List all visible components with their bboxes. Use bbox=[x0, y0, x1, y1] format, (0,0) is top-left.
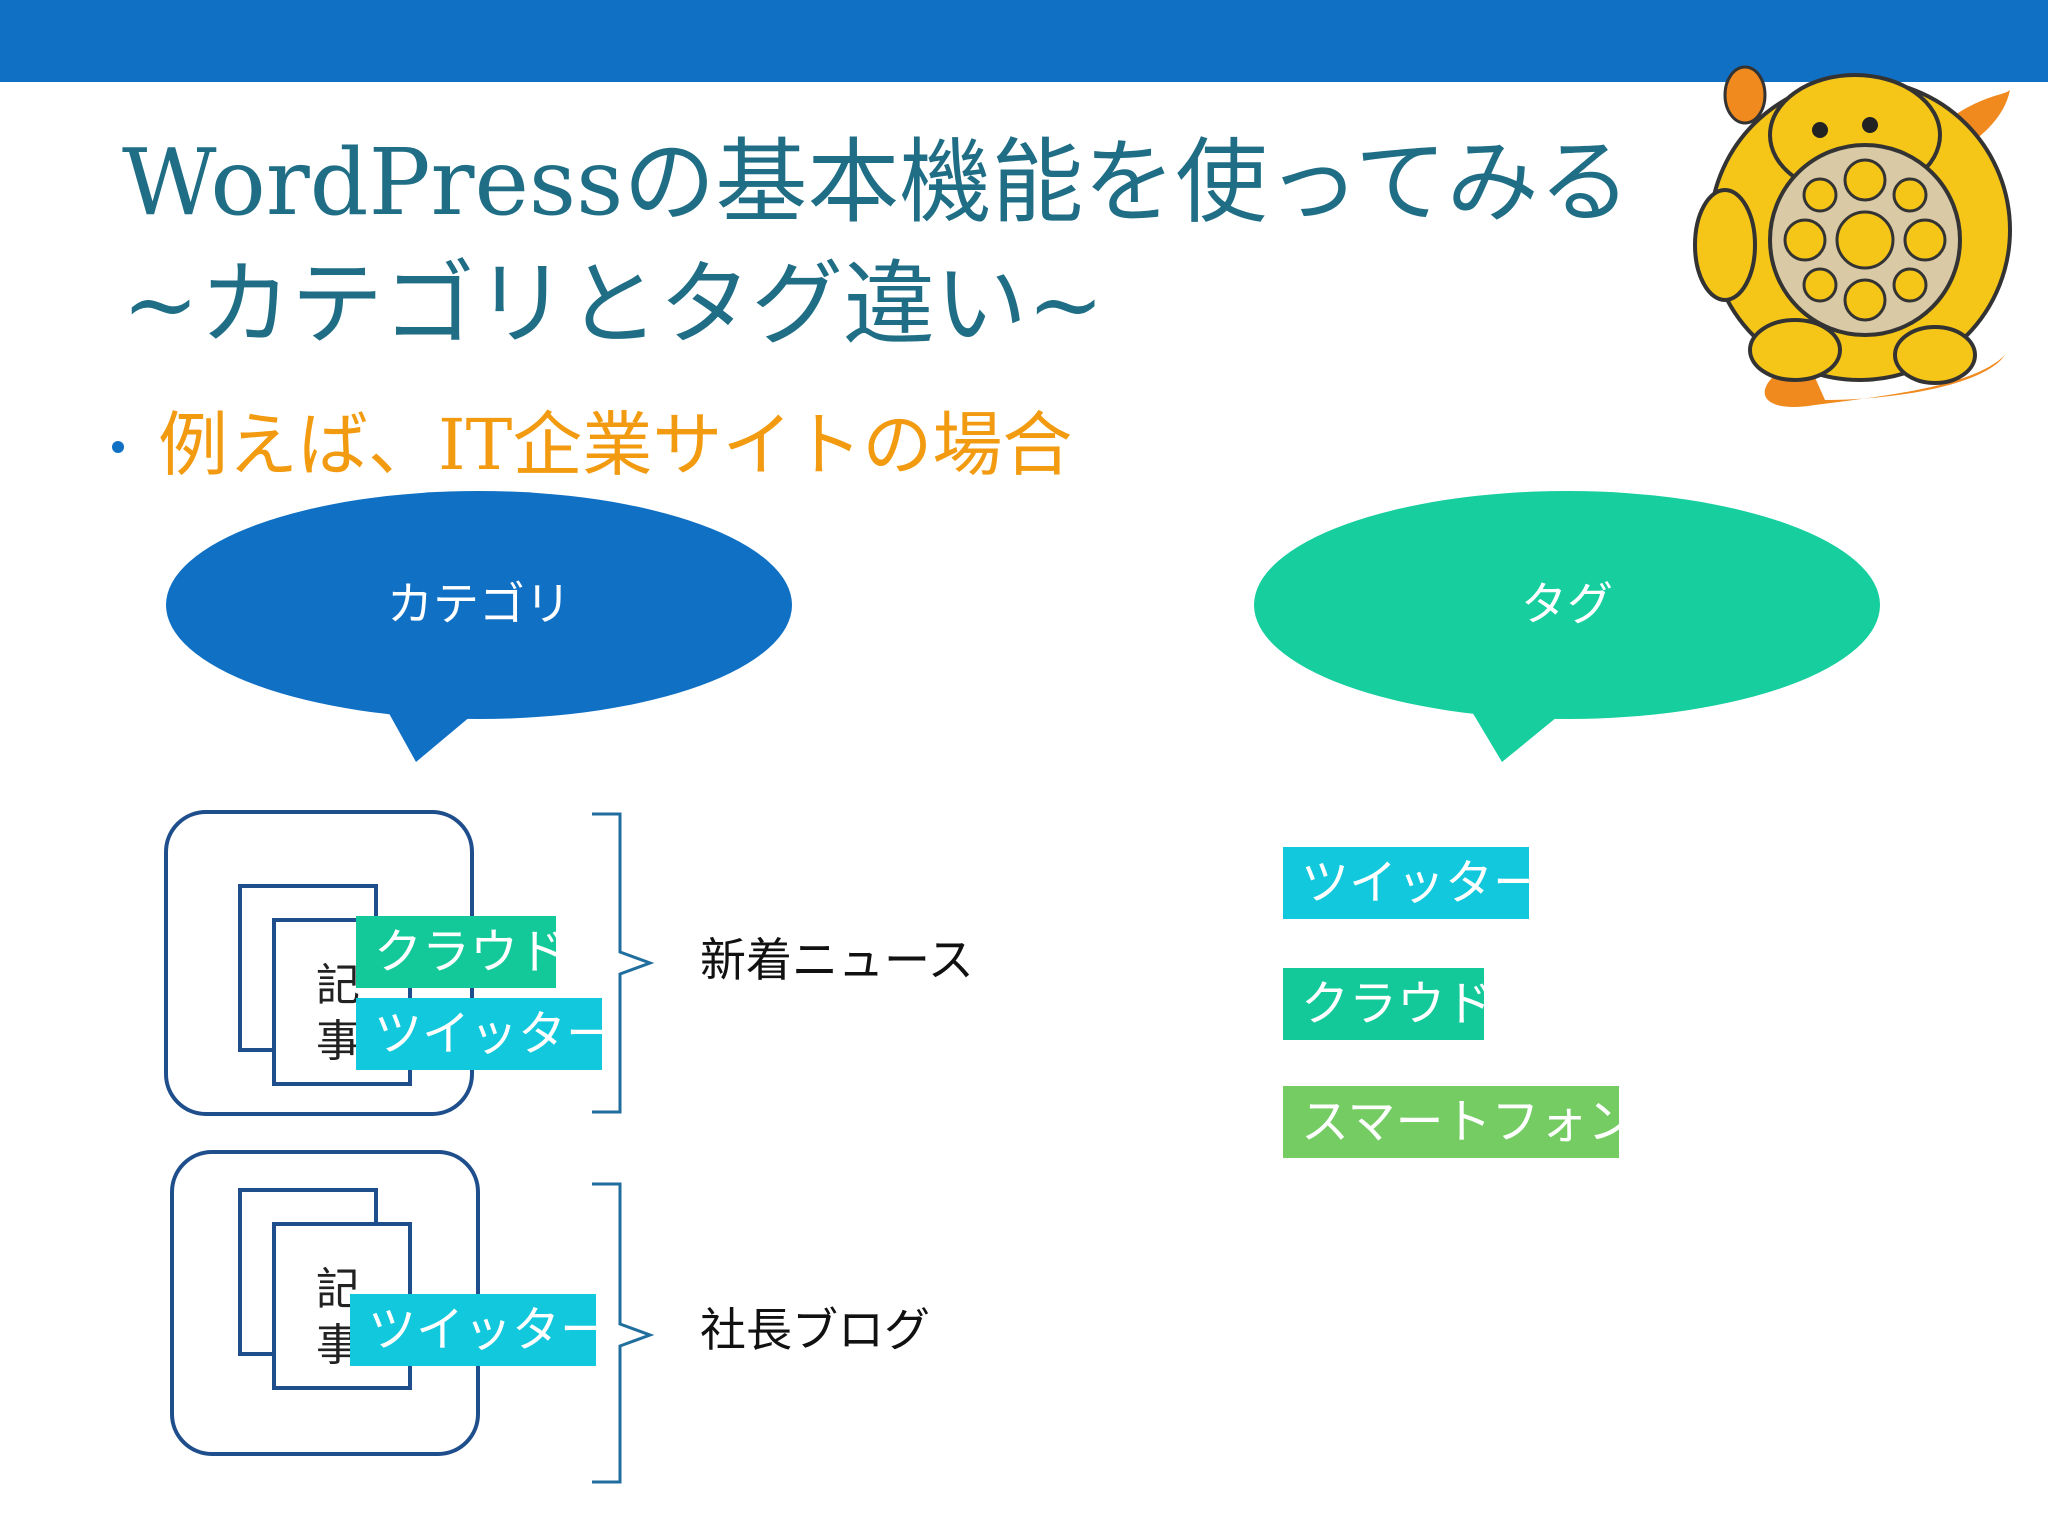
category-group-ceo-blog: 記 事 ツイッター bbox=[170, 1150, 596, 1456]
slide-title: WordPressの基本機能を使ってみる ~カテゴリとタグ違い~ bbox=[122, 122, 1682, 366]
slide-title-line-2: ~カテゴリとタグ違い~ bbox=[122, 251, 1105, 358]
tag-list-item-twitter: ツイッター bbox=[1283, 847, 1529, 919]
document-text: 記 事 bbox=[316, 960, 360, 1067]
tag-bubble-label: タグ bbox=[1521, 577, 1613, 631]
tag-speech-bubble bbox=[1254, 491, 1880, 762]
category-bubble-label: カテゴリ bbox=[387, 577, 571, 631]
group-brace bbox=[592, 812, 655, 1114]
group-brace bbox=[592, 1182, 655, 1484]
bullet-text: 例えば、IT企業サイトの場合 bbox=[158, 404, 1073, 486]
header-bar bbox=[0, 0, 2048, 82]
tag-list-item-smartphone: スマートフォン bbox=[1283, 1086, 1619, 1158]
bullet-item: 例えば、IT企業サイトの場合 bbox=[112, 400, 1072, 490]
category-speech-bubble bbox=[166, 491, 792, 762]
slide-title-line-1: WordPressの基本機能を使ってみる bbox=[122, 129, 1631, 236]
tag-chip-cloud: クラウド bbox=[356, 916, 556, 988]
category-group-news: 記 事 クラウド ツイッター bbox=[164, 810, 602, 1116]
category-label-news: 新着ニュース bbox=[700, 933, 974, 987]
tag-chip-twitter: ツイッター bbox=[350, 1294, 596, 1366]
tag-list-item-cloud: クラウド bbox=[1283, 968, 1484, 1040]
wapuu-mascot-icon bbox=[1693, 65, 2012, 407]
bullet-dot-icon bbox=[112, 441, 124, 453]
tag-chip-twitter: ツイッター bbox=[356, 998, 602, 1070]
category-label-ceo-blog: 社長ブログ bbox=[700, 1303, 930, 1357]
